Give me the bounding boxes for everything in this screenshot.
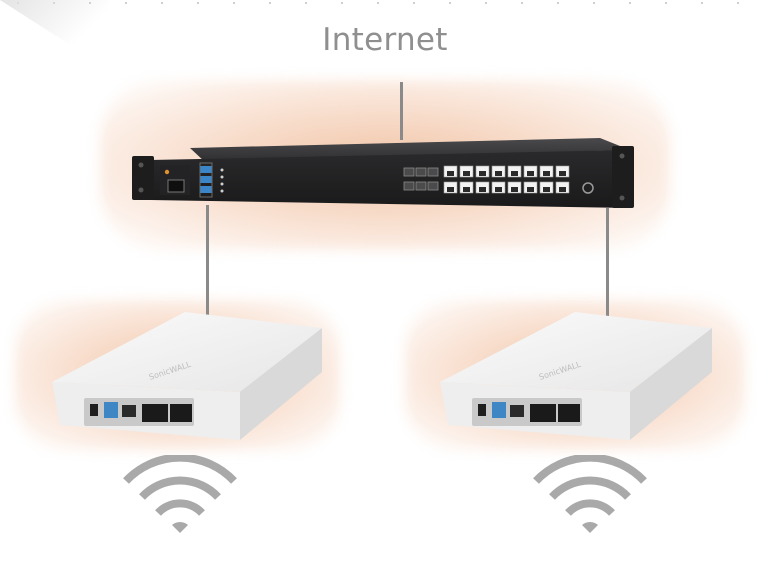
top-border	[0, 2, 768, 4]
internet-label: Internet	[322, 22, 448, 58]
right-access-point-cable	[606, 208, 609, 316]
internet-cable	[400, 82, 403, 140]
wifi-signal-icon	[533, 455, 647, 533]
wifi-signal-icon	[123, 455, 237, 533]
left-access-point-cable	[206, 205, 209, 315]
